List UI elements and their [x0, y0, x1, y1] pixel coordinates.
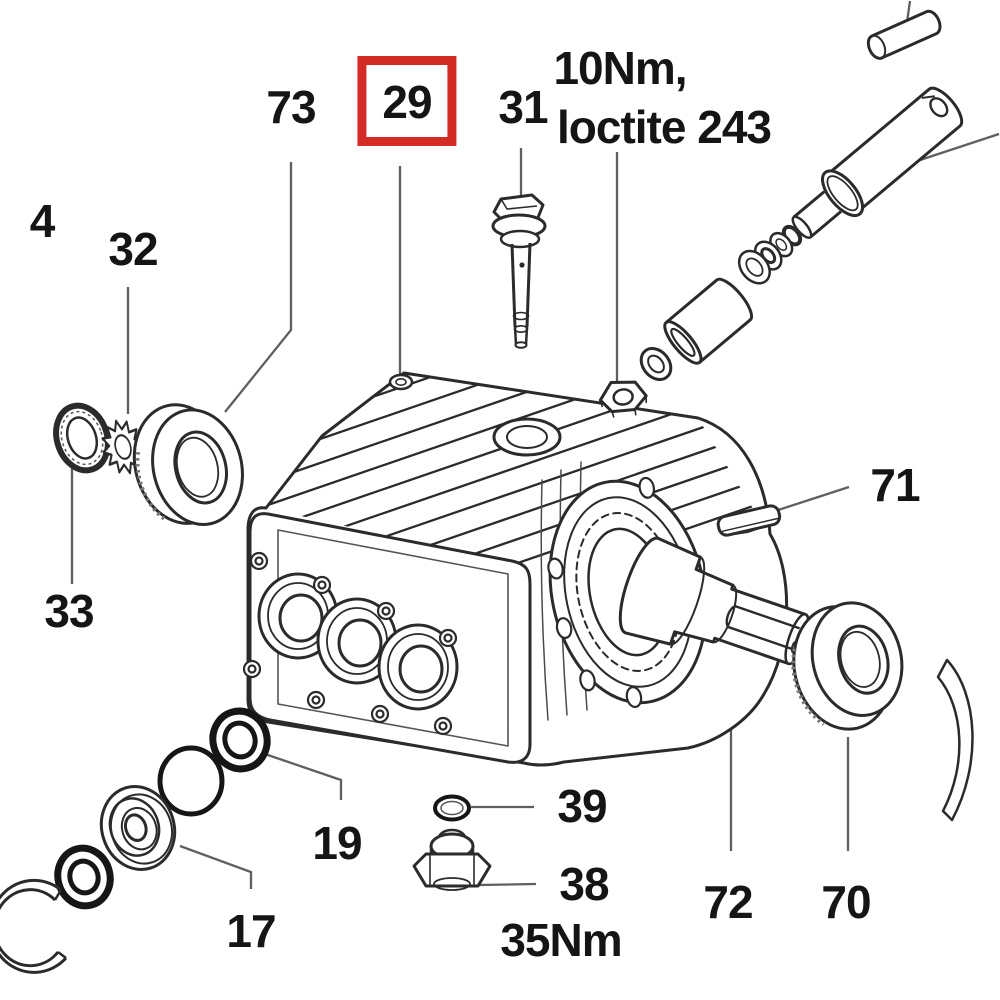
leader-73 — [224, 162, 293, 413]
part-label-71: 71 — [870, 459, 920, 511]
cylinder-bores — [257, 572, 459, 711]
part-label-torque-top-2: loctite 243 — [557, 101, 772, 153]
oil-seal-33 — [53, 402, 111, 474]
keyway-slot — [725, 605, 800, 650]
cylindrical-pin — [866, 9, 942, 60]
part-label-torque-bottom: 35Nm — [500, 914, 622, 966]
snap-ring-partial — [0, 878, 68, 974]
part-label-70: 70 — [821, 876, 871, 928]
part-label-33: 33 — [44, 585, 94, 637]
spacer-sleeve — [663, 277, 753, 365]
leader-offscreen — [913, 132, 1000, 164]
pump-crankcase — [242, 371, 810, 767]
seal-ring-dark — [54, 844, 114, 910]
part-label-31: 31 — [498, 81, 548, 133]
shaft-key-71 — [716, 504, 782, 537]
bore-3 — [377, 623, 459, 711]
oil-filler-boss — [492, 417, 562, 457]
bearing-73 — [132, 403, 244, 526]
oil-dipstick-31 — [491, 193, 547, 349]
part-label-4: 4 — [29, 195, 56, 247]
face-bolt-holes — [242, 551, 458, 736]
shim-gasket — [936, 658, 974, 822]
hex-nut-10nm — [598, 380, 648, 418]
leader-71 — [771, 485, 850, 514]
part-label-torque-top-1: 10Nm, — [553, 42, 687, 94]
part-label-32: 32 — [108, 223, 158, 275]
bearing-70 — [791, 601, 904, 731]
part-label-39: 39 — [557, 780, 607, 832]
leader-38 — [478, 882, 537, 887]
flat-washer — [639, 347, 673, 381]
part-label-38: 38 — [559, 858, 609, 910]
seal-ring-19 — [209, 707, 271, 773]
part-label-73: 73 — [266, 81, 316, 133]
bolt-boss-29 — [388, 373, 414, 391]
o-ring-39 — [433, 794, 471, 822]
part-label-72: 72 — [703, 876, 753, 928]
grooved-seal-17 — [99, 785, 177, 871]
drain-plug-38 — [412, 828, 492, 891]
leader-17 — [179, 844, 253, 889]
part-label-29: 29 — [357, 56, 457, 146]
o-ring-large — [157, 745, 225, 817]
part-label-19: 19 — [312, 817, 362, 869]
leader-19 — [261, 751, 343, 800]
flange-bolt-holes — [547, 476, 656, 709]
plunger-rod — [737, 86, 964, 285]
part-label-17: 17 — [226, 905, 276, 957]
